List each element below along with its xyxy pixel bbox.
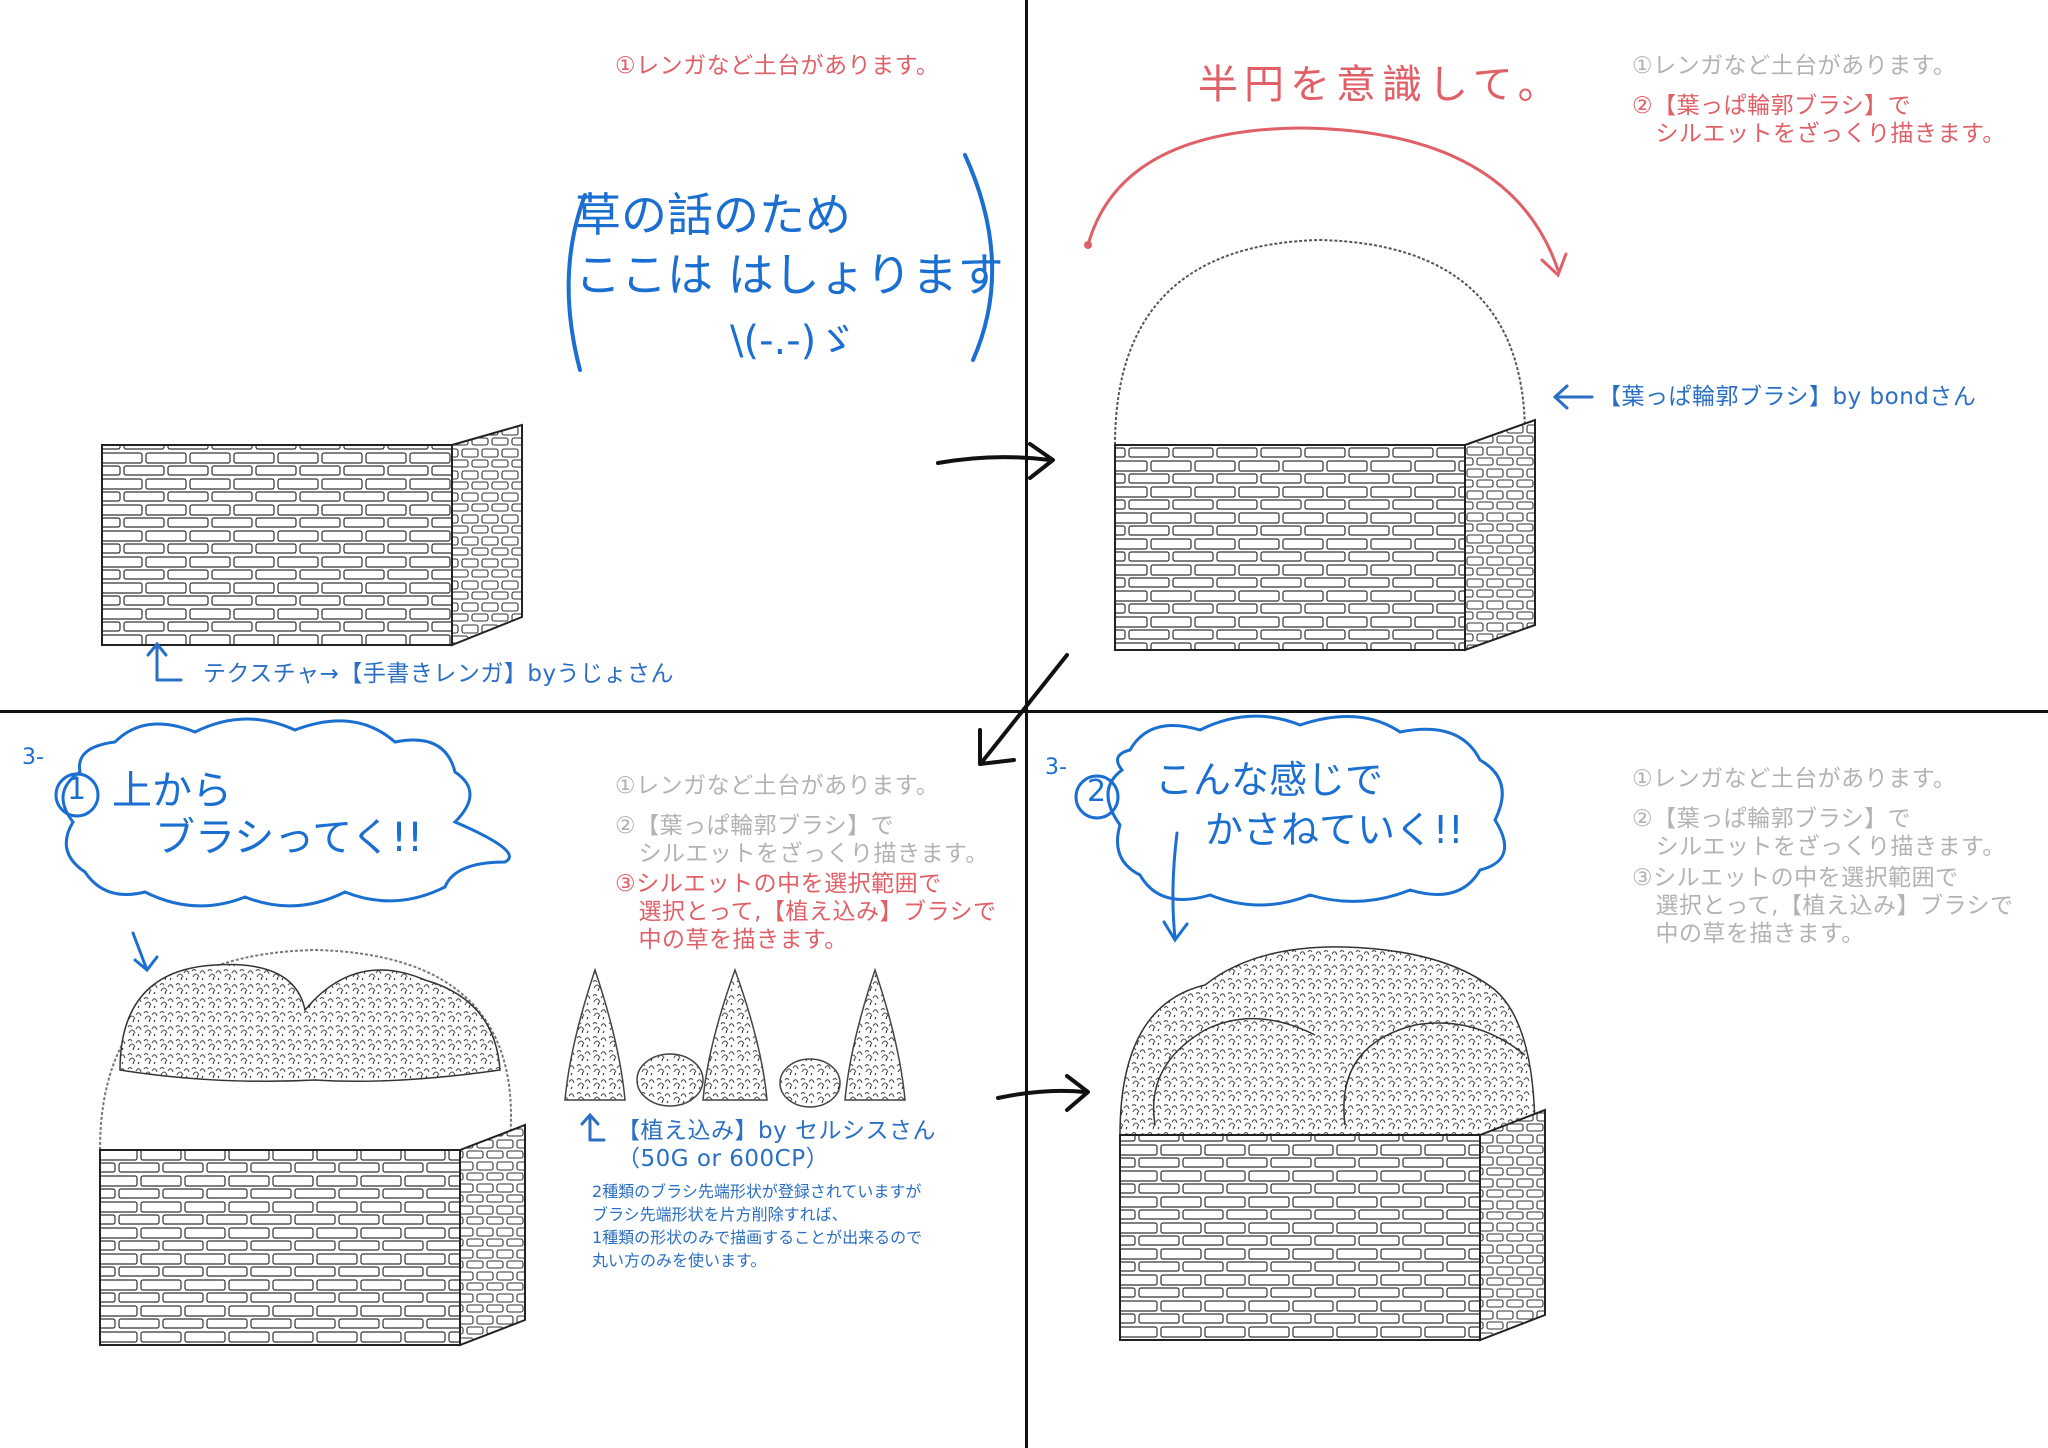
arc-arrow-icon [1084, 126, 1568, 278]
panel-divider-vertical [1025, 0, 1028, 1448]
panel4-step1: ①レンガなど土台があります。 [1632, 766, 1957, 792]
down-arrow-icon-2 [1162, 831, 1189, 943]
panel4-bubble-num: 3- [1045, 755, 1067, 780]
panel3-step3: ③シルエットの中を選択範囲で 選択とって,【植え込み】ブラシで 中の草を描きます… [615, 871, 997, 953]
panel2-step2: ②【葉っぱ輪郭ブラシ】で シルエットをざっくり描きます。 [1632, 93, 2006, 147]
panel1-step1: ①レンガなど土台があります。 [615, 53, 940, 79]
panel4-bubble-line1: こんな感じで [1155, 758, 1384, 802]
brick-wall [101, 423, 523, 647]
bush-partial [99, 948, 526, 1347]
panel4-bubble-line2: かさねていく!! [1205, 808, 1464, 852]
down-arrow-icon [131, 931, 159, 973]
bush-full [1119, 946, 1546, 1342]
circle-number-icon [54, 772, 100, 818]
shrub-samples [564, 967, 906, 1108]
panel3-bubble-line2: ブラシってく!! [155, 815, 424, 861]
handnote-line2: ここは はしょります [575, 248, 1004, 302]
up-arrow-icon [146, 641, 183, 682]
down-left-arrow-icon [978, 653, 1069, 766]
speech-bubble [61, 717, 511, 908]
panel3-brush-note: 2種類のブラシ先端形状が登録されていますが ブラシ先端形状を片方削除すれば、 1… [592, 1182, 923, 1270]
panel3-brush-price: （50G or 600CP） [617, 1146, 830, 1172]
up-arrow-small-icon [580, 1112, 606, 1142]
arc-note: 半円を意識して。 [1198, 62, 1564, 108]
right-arrow-icon-2 [996, 1074, 1090, 1112]
speech-bubble-2 [1106, 714, 1506, 907]
bush-silhouette [1114, 238, 1536, 652]
panel3-step1: ①レンガなど土台があります。 [615, 773, 940, 799]
panel3-step2: ②【葉っぱ輪郭ブラシ】で シルエットをざっくり描きます。 [615, 813, 989, 867]
panel2-brush-credit: 【葉っぱ輪郭ブラシ】by bondさん [1598, 384, 1977, 410]
panel2-step1: ①レンガなど土台があります。 [1632, 53, 1957, 79]
panel4-step2: ②【葉っぱ輪郭ブラシ】で シルエットをざっくり描きます。 [1632, 806, 2006, 860]
texture-credit: テクスチャ→【手書きレンガ】byうじょさん [203, 661, 675, 687]
handnote-line1: 草の話のため [575, 188, 851, 242]
circle-number-icon-2 [1074, 774, 1120, 820]
panel3-brush-credit: 【植え込み】by セルシスさん [617, 1118, 937, 1144]
panel3-bubble-circle: 1 [67, 772, 87, 807]
panel3-bubble-line1: 上から [112, 768, 232, 814]
left-arrow-icon [1552, 384, 1594, 410]
right-arrow-icon [936, 442, 1055, 480]
hand-bracket-right [963, 153, 995, 362]
panel4-bubble-circle: 2 [1087, 774, 1107, 809]
panel3-bubble-num: 3- [22, 745, 44, 770]
hand-bracket-left [566, 193, 587, 372]
panel4-step3: ③シルエットの中を選択範囲で 選択とって,【植え込み】ブラシで 中の草を描きます… [1632, 865, 2014, 947]
handnote-face: \(-.-)ゞ [730, 318, 857, 364]
